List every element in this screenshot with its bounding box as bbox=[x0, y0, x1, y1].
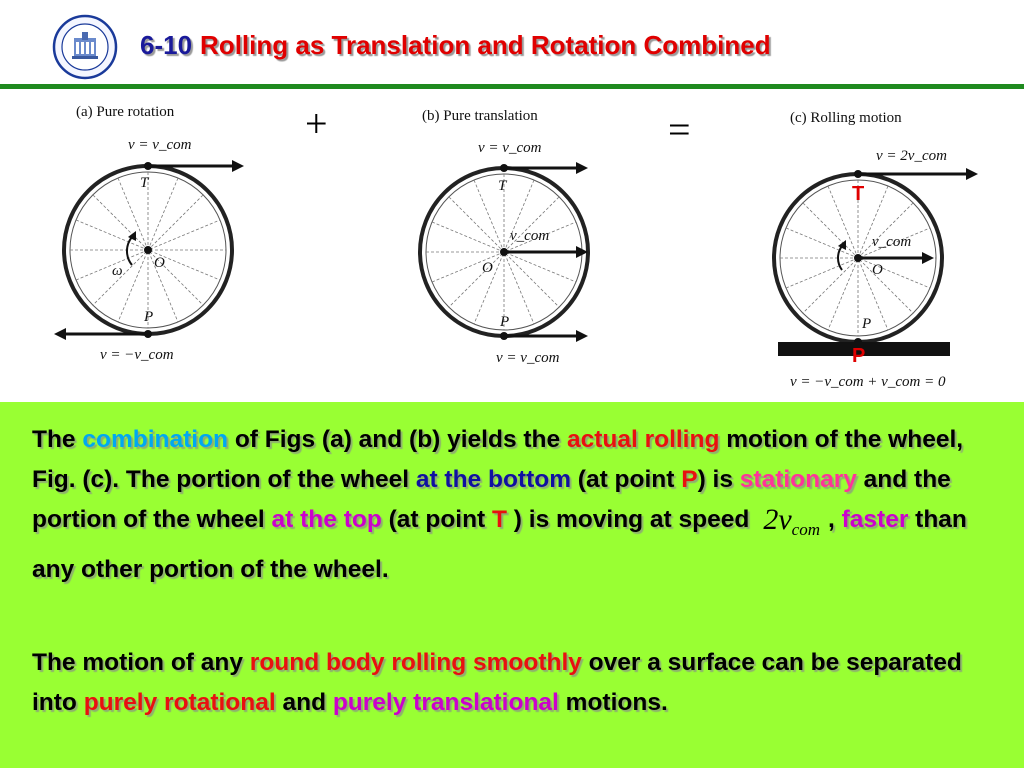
plus-operator: + bbox=[305, 101, 328, 146]
figure-c-caption: (c) Rolling motion bbox=[790, 110, 902, 126]
ground-surface bbox=[778, 342, 950, 356]
point-P-b: P bbox=[499, 314, 509, 330]
title-text: Rolling as Translation and Rotation Comb… bbox=[200, 30, 771, 60]
velocity-top-b: v = v_com bbox=[478, 140, 542, 156]
math-subscript: com bbox=[791, 520, 820, 539]
text-span: of Figs (a) and (b) yields the bbox=[228, 426, 567, 453]
highlight-at-the-top: at the top bbox=[271, 506, 382, 533]
figure-c-rolling-motion: v = 2v_com T v_com O P P v = −v_com + v_… bbox=[772, 148, 978, 390]
highlight-faster: faster bbox=[841, 506, 909, 533]
section-number: 6-10 bbox=[140, 30, 193, 60]
highlight-stationary: stationary bbox=[739, 466, 857, 493]
arrow-bottom-a bbox=[54, 328, 148, 340]
point-T-a: T bbox=[140, 175, 150, 191]
title-divider bbox=[0, 84, 1024, 89]
figure-b-pure-translation: v = v_com T v_com O P v = v_com bbox=[418, 140, 590, 366]
highlight-combination: combination bbox=[82, 426, 229, 453]
highlight-point-T: T bbox=[492, 506, 507, 533]
text-span: ) is moving at speed bbox=[507, 506, 750, 533]
point-O-b: O bbox=[482, 260, 493, 276]
highlight-purely-translational: purely translational bbox=[332, 689, 559, 716]
arrow-center-b bbox=[504, 246, 588, 258]
text-span: The motion of any bbox=[32, 649, 250, 676]
text-span: ) is bbox=[697, 466, 740, 493]
figure-a-pure-rotation: v = v_com T O ω P v = −v_com bbox=[54, 137, 244, 363]
arrow-center-c bbox=[858, 252, 934, 264]
text-span: and bbox=[275, 689, 333, 716]
arrow-top-b bbox=[504, 162, 588, 174]
point-P-c: P bbox=[861, 316, 871, 332]
math-main: 2v bbox=[763, 503, 792, 536]
point-O-a: O bbox=[154, 255, 165, 271]
explanation-panel bbox=[0, 402, 1024, 768]
point-P-a: P bbox=[143, 309, 153, 325]
velocity-center-b: v_com bbox=[510, 228, 549, 244]
text-span: motions. bbox=[558, 689, 668, 716]
marker-P-red: P bbox=[852, 345, 865, 367]
marker-T-red: T bbox=[852, 183, 864, 205]
text-span: The bbox=[32, 426, 83, 453]
velocity-top-c: v = 2v_com bbox=[876, 148, 947, 164]
velocity-top-a: v = v_com bbox=[128, 137, 192, 153]
omega-a: ω bbox=[112, 263, 123, 279]
paragraph-separation: The motion of any round body rolling smo… bbox=[32, 643, 992, 723]
text-span: (at point bbox=[381, 506, 493, 533]
highlight-point-P: P bbox=[681, 466, 698, 493]
paragraph-combination: The combination of Figs (a) and (b) yiel… bbox=[32, 420, 1007, 590]
math-2v-com: 2vcom bbox=[749, 500, 828, 550]
university-seal-icon bbox=[52, 14, 118, 80]
figure-b-caption: (b) Pure translation bbox=[422, 108, 538, 124]
velocity-bottom-b: v = v_com bbox=[496, 350, 560, 366]
velocity-bottom-c: v = −v_com + v_com = 0 bbox=[790, 374, 946, 390]
text-span: than any other portion of the wheel. bbox=[32, 506, 967, 583]
text-span: , bbox=[828, 506, 842, 533]
arrow-top-a bbox=[148, 160, 244, 172]
equals-operator: = bbox=[668, 107, 691, 152]
text-span: over a surface can be separated into bbox=[32, 649, 962, 716]
text-span: motion of the wheel, Fig. (c). The porti… bbox=[32, 426, 964, 493]
highlight-round-body: round body rolling smoothly bbox=[249, 649, 582, 676]
highlight-actual-rolling: actual rolling bbox=[566, 426, 720, 453]
text-span: and the portion of the wheel bbox=[32, 466, 951, 533]
point-T-b: T bbox=[498, 178, 508, 194]
arrow-bottom-b bbox=[504, 330, 588, 342]
arrow-top-c bbox=[858, 168, 978, 180]
figure-a-caption: (a) Pure rotation bbox=[76, 104, 175, 120]
text-span: (at point bbox=[570, 466, 682, 493]
point-O-c: O bbox=[872, 262, 883, 278]
velocity-center-c: v_com bbox=[872, 234, 911, 250]
velocity-bottom-a: v = −v_com bbox=[100, 347, 174, 363]
highlight-at-the-bottom: at the bottom bbox=[415, 466, 571, 493]
highlight-purely-rotational: purely rotational bbox=[83, 689, 276, 716]
